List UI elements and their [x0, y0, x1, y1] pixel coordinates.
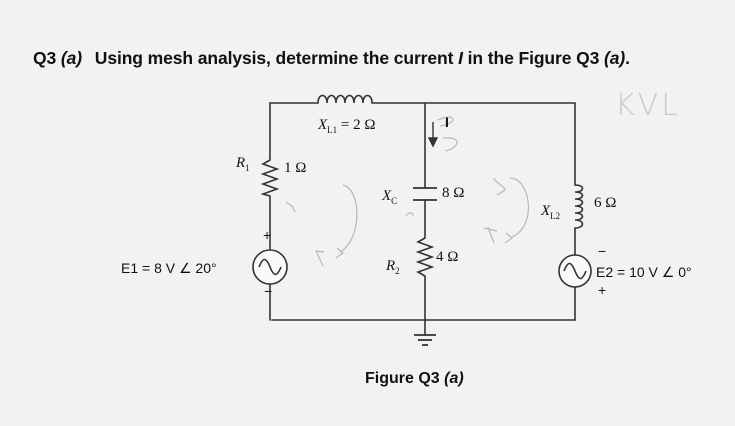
current-arrow-icon	[427, 122, 439, 148]
e2-label: E2 = 10 V ∠ 0°	[596, 264, 692, 280]
question-text: Q3 (a) Using mesh analysis, determine th…	[33, 48, 630, 68]
circuit-wires	[269, 102, 576, 336]
inductor-xl2	[574, 184, 584, 229]
xl2-label: XL2	[541, 203, 561, 221]
question-variable: I	[458, 48, 463, 68]
source-e1	[252, 249, 288, 285]
e1-plus: +	[263, 227, 272, 243]
resistor-r1	[260, 159, 280, 197]
ground-symbol	[414, 334, 436, 346]
e1-label: E1 = 8 V ∠ 20°	[121, 260, 217, 276]
xc-value: 8 Ω	[442, 185, 465, 201]
pencil-marks	[285, 116, 529, 267]
xc-label: XC	[382, 188, 398, 206]
current-label: I	[445, 114, 449, 130]
question-number: Q3 (a)	[33, 48, 83, 68]
question-mid: in the	[467, 48, 514, 68]
xl1-label: XL1 = 2 Ω	[318, 117, 376, 135]
r2-value: 4 Ω	[436, 249, 459, 265]
resistor-r2	[415, 237, 435, 277]
r2-label: R2	[386, 258, 400, 276]
r1-value: 1 Ω	[284, 160, 307, 176]
source-e2	[558, 254, 592, 288]
r1-label: R1	[236, 155, 250, 173]
figure-caption: Figure Q3 (a)	[365, 370, 464, 387]
e2-plus: +	[598, 282, 607, 298]
e2-minus: −	[598, 243, 607, 259]
inductor-xl1	[317, 94, 373, 104]
question-figure-ref: Figure Q3 (a)	[518, 48, 626, 68]
capacitor-xc	[413, 187, 437, 201]
xl2-value: 6 Ω	[594, 195, 617, 211]
e1-minus: −	[264, 283, 273, 299]
question-body: Using mesh analysis, determine the curre…	[94, 48, 454, 68]
handwritten-note: KVL	[615, 88, 681, 123]
